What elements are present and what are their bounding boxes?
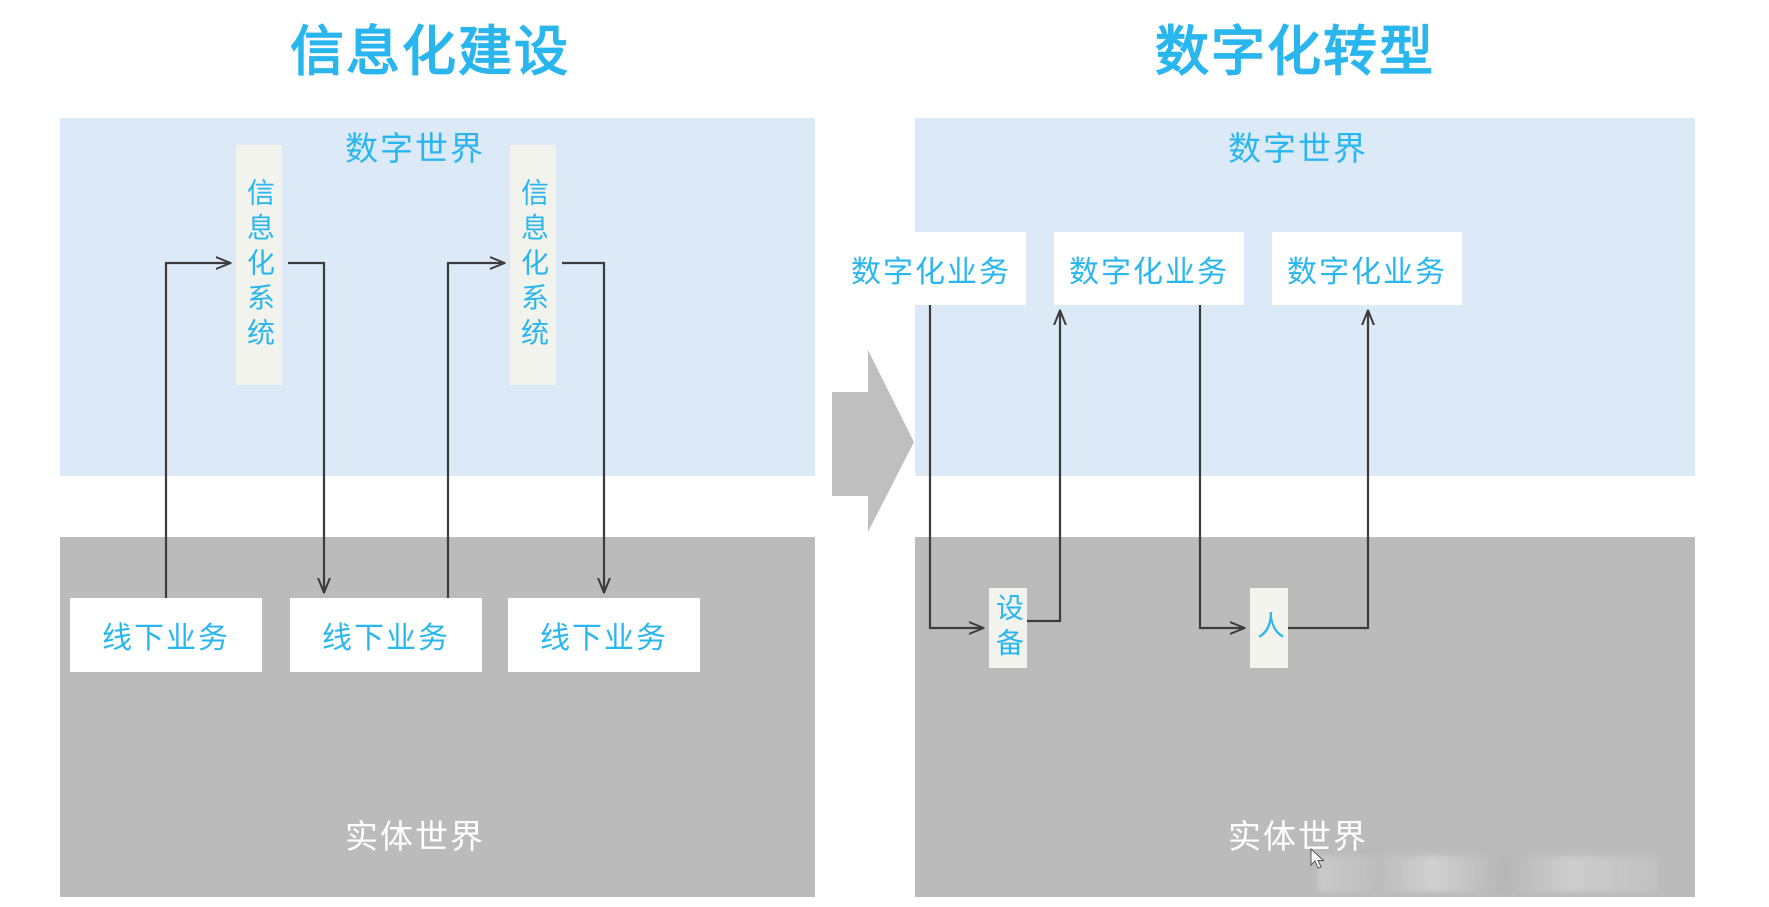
right-physical-world-label: 实体世界 bbox=[1228, 818, 1368, 855]
node-offline-business-2[interactable]: 线下业务 bbox=[290, 598, 482, 672]
blurred-watermark bbox=[1318, 856, 1658, 892]
right-digital-world-label: 数字世界 bbox=[1228, 130, 1368, 167]
node-digital-business-2[interactable]: 数字化业务 bbox=[1054, 232, 1244, 305]
node-person[interactable]: 人 bbox=[1250, 588, 1288, 668]
mouse-cursor-icon bbox=[1310, 848, 1325, 869]
left-panel-title: 信息化建设 bbox=[290, 22, 570, 82]
left-digital-world-band bbox=[60, 118, 815, 476]
right-panel-title: 数字化转型 bbox=[1155, 22, 1435, 82]
node-offline-business-1[interactable]: 线下业务 bbox=[70, 598, 262, 672]
left-digital-world-label: 数字世界 bbox=[345, 130, 485, 167]
node-information-system-1[interactable]: 信息化系统 bbox=[236, 145, 282, 385]
transition-arrow-icon bbox=[832, 350, 914, 532]
node-digital-business-1[interactable]: 数字化业务 bbox=[836, 232, 1026, 305]
node-digital-business-3[interactable]: 数字化业务 bbox=[1272, 232, 1462, 305]
node-offline-business-3[interactable]: 线下业务 bbox=[508, 598, 700, 672]
left-physical-world-label: 实体世界 bbox=[345, 818, 485, 855]
node-device[interactable]: 设备 bbox=[989, 588, 1027, 668]
node-information-system-2[interactable]: 信息化系统 bbox=[510, 145, 556, 385]
